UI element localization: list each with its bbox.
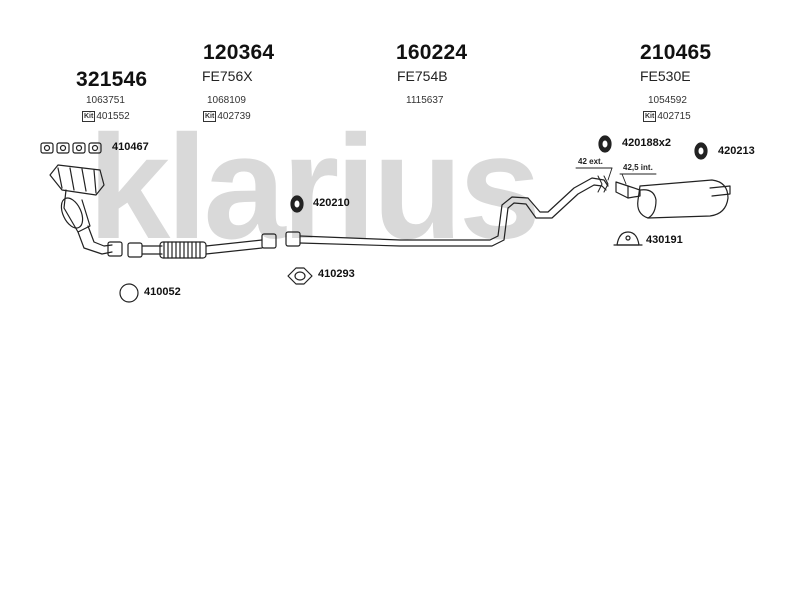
watermark-text: klarius	[88, 105, 537, 270]
product-code: FE756X	[202, 68, 253, 84]
part-number-120364: 120364	[203, 41, 275, 64]
product-code: FE754B	[397, 68, 448, 84]
callout-420210: 420210	[313, 197, 350, 209]
part-number-321546: 321546	[76, 68, 148, 91]
callout-410467: 410467	[112, 141, 149, 153]
callout-410293: 410293	[318, 268, 355, 280]
kit-badge-icon: Kit	[82, 111, 96, 122]
oe-number: 1063751	[86, 95, 125, 106]
gasket-icon	[287, 267, 313, 285]
oe-number: 1054592	[648, 95, 687, 106]
kit-number: Kit 402739	[203, 111, 251, 122]
hanger-rubber-icon	[290, 135, 708, 213]
manifold-catalyst-icon	[49, 164, 123, 257]
kit-badge-icon: Kit	[203, 111, 217, 122]
clamp-icon	[613, 231, 643, 246]
part-number-160224: 160224	[396, 41, 468, 64]
kit-number: Kit 401552	[82, 111, 130, 122]
oe-number: 1115637	[406, 95, 444, 106]
ring-icon	[119, 283, 139, 303]
dimension-int-label: 42,5 int.	[623, 163, 653, 172]
middle-pipe-icon	[285, 175, 609, 247]
kit-number-value: 402715	[657, 111, 691, 122]
dimension-ext-label: 42 ext.	[578, 157, 603, 166]
front-pipe-icon	[127, 233, 277, 259]
product-code: FE530E	[640, 68, 691, 84]
rear-silencer-icon	[615, 179, 731, 219]
kit-number-value: 402739	[217, 111, 251, 122]
callout-410052: 410052	[144, 286, 181, 298]
manifold-gasket-icon	[40, 142, 102, 154]
oe-number: 1068109	[207, 95, 246, 106]
part-number-210465: 210465	[640, 41, 712, 64]
callout-420213: 420213	[718, 145, 755, 157]
kit-number-value: 401552	[96, 111, 130, 122]
kit-badge-icon: Kit	[643, 111, 657, 122]
dimension-lines	[575, 167, 657, 185]
callout-420188x2: 420188x2	[622, 137, 671, 149]
callout-430191: 430191	[646, 234, 683, 246]
kit-number: Kit 402715	[643, 111, 691, 122]
